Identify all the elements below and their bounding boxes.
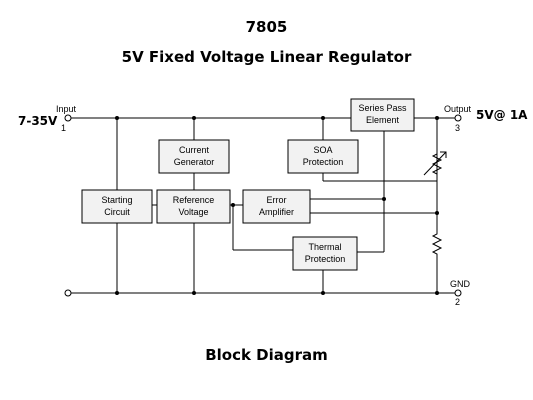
- svg-text:Circuit: Circuit: [104, 207, 130, 217]
- svg-text:SOA: SOA: [313, 145, 332, 155]
- output-rating: 5V@ 1A: [476, 108, 528, 122]
- svg-text:Protection: Protection: [303, 157, 344, 167]
- junction-dots: [115, 116, 439, 295]
- output-pin-number: 3: [455, 123, 460, 133]
- svg-text:Thermal: Thermal: [308, 242, 341, 252]
- variable-resistor: [423, 150, 447, 176]
- gnd-pin: GND 2: [450, 279, 471, 307]
- gnd-pin-label: GND: [450, 279, 471, 289]
- starting-circuit-block: Starting Circuit: [81, 189, 153, 224]
- thermal-protection-block: Thermal Protection: [292, 236, 358, 271]
- svg-text:Element: Element: [366, 115, 400, 125]
- wiring: [69, 117, 457, 294]
- diagram-caption: Block Diagram: [205, 346, 328, 364]
- svg-text:Voltage: Voltage: [178, 207, 208, 217]
- svg-text:Amplifier: Amplifier: [259, 207, 294, 217]
- svg-text:Reference: Reference: [173, 195, 215, 205]
- svg-text:Current: Current: [179, 145, 210, 155]
- error-amplifier-block: Error Amplifier: [242, 189, 311, 224]
- input-pin-number: 1: [61, 123, 66, 133]
- current-generator-block: Current Generator: [158, 139, 230, 174]
- reference-voltage-block: Reference Voltage: [156, 189, 231, 224]
- diagram-title: 7805: [245, 18, 288, 36]
- diagram-subtitle: 5V Fixed Voltage Linear Regulator: [121, 48, 412, 66]
- input-voltage-range: 7-35V: [18, 114, 58, 128]
- output-pin-label: Output: [444, 104, 472, 114]
- svg-text:Generator: Generator: [174, 157, 215, 167]
- output-pin: Output 3: [444, 104, 472, 133]
- fixed-resistor: [430, 230, 444, 262]
- ground-left-terminal: [64, 289, 72, 297]
- input-pin-label: Input: [56, 104, 77, 114]
- svg-text:Starting: Starting: [101, 195, 132, 205]
- svg-text:Protection: Protection: [305, 254, 346, 264]
- gnd-pin-number: 2: [455, 297, 460, 307]
- soa-protection-block: SOA Protection: [287, 139, 359, 174]
- input-pin: Input 1: [56, 104, 77, 133]
- svg-text:Series Pass: Series Pass: [358, 103, 407, 113]
- svg-text:Error: Error: [267, 195, 287, 205]
- series-pass-element-block: Series Pass Element: [350, 98, 415, 132]
